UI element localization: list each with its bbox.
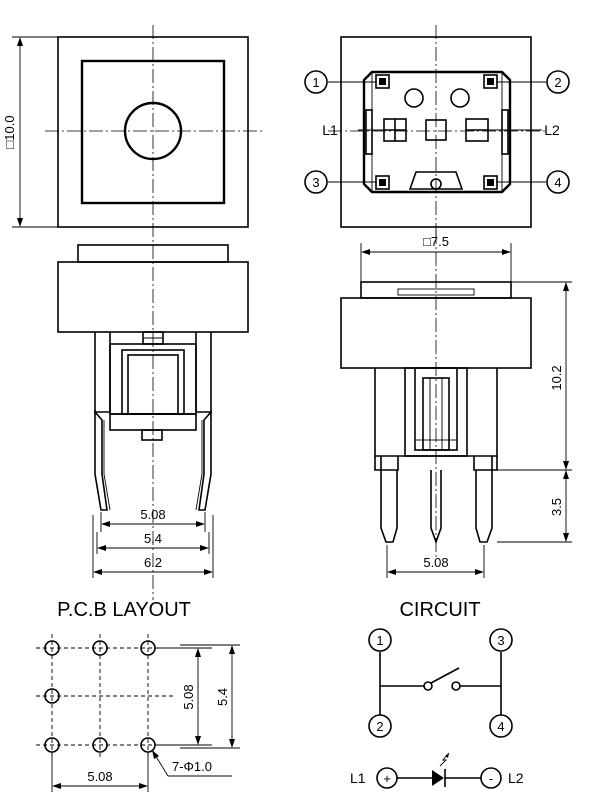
led-label-l2: L2 xyxy=(544,122,560,138)
pin-label-2: 2 xyxy=(554,75,561,90)
circuit-pin-4: 4 xyxy=(497,719,504,734)
dim-body-square: □10.0 xyxy=(2,115,17,148)
dim-pin-pitch-side: 5.08 xyxy=(423,555,448,570)
circuit-title: CIRCUIT xyxy=(399,599,480,621)
led-diode-icon xyxy=(432,770,444,786)
dim-pcb-v-span: 5.4 xyxy=(215,688,230,706)
circuit-minus-symbol: - xyxy=(489,771,493,786)
front-view: 5.08 5.4 6.2 xyxy=(57,244,249,578)
dim-body-height: 10.2 xyxy=(549,365,564,390)
pin-label-4: 4 xyxy=(554,175,561,190)
circuit: CIRCUIT 1 3 2 4 L1 + - L2 xyxy=(350,599,524,789)
dim-pin-pitch-front: 5.08 xyxy=(140,507,165,522)
circuit-pin-1: 1 xyxy=(376,633,383,648)
top-view: □10.0 xyxy=(2,25,262,600)
dim-pcb-h-pitch: 5.08 xyxy=(87,769,112,784)
dim-pin-length: 3.5 xyxy=(549,498,564,516)
circuit-led-left-label: L1 xyxy=(350,770,366,786)
circuit-led-right-label: L2 xyxy=(508,770,524,786)
dim-outer-width-front: 6.2 xyxy=(144,555,162,570)
circuit-pin-2: 2 xyxy=(376,719,383,734)
pin-label-3: 3 xyxy=(312,175,319,190)
dim-pcb-holes: 7-Φ1.0 xyxy=(172,759,212,774)
side-view: □7.5 10.2 3.5 xyxy=(340,230,572,578)
dim-pin-span-front: 5.4 xyxy=(144,531,162,546)
circuit-plus-symbol: + xyxy=(383,771,391,786)
pcb-layout: P.C.B LAYOUT 5.08 5.4 5.08 xyxy=(36,599,240,792)
circuit-pin-3: 3 xyxy=(497,633,504,648)
pin-label-1: 1 xyxy=(312,75,319,90)
pcb-layout-title: P.C.B LAYOUT xyxy=(57,599,191,621)
led-label-l1: L1 xyxy=(322,122,338,138)
dim-pcb-v-pitch: 5.08 xyxy=(181,684,196,709)
bottom-view: 1 2 3 4 L1 L2 xyxy=(304,25,570,240)
